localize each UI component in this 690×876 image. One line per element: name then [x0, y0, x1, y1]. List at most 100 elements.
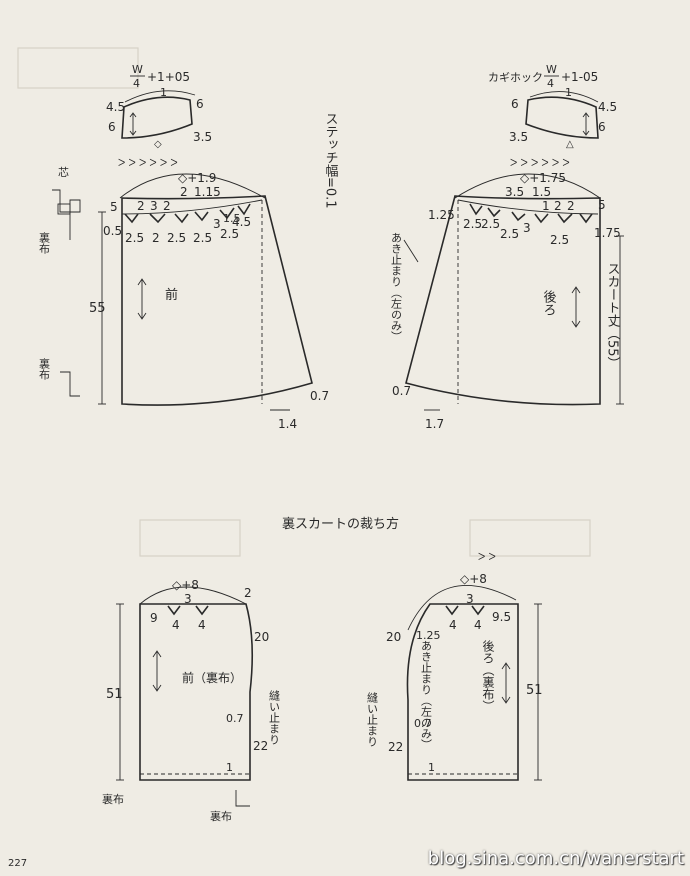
svg-text:1: 1: [542, 199, 550, 213]
back-yoke-45: 4.5: [598, 100, 617, 114]
svg-text:2: 2: [137, 199, 145, 213]
front-yoke-w-over-4: W: [132, 63, 143, 76]
front-yoke-35: 3.5: [193, 130, 212, 144]
svg-text:2: 2: [163, 199, 171, 213]
back-hem-flare: 1.7: [425, 417, 444, 431]
svg-text:2.5: 2.5: [550, 233, 569, 247]
svg-text:1.5: 1.5: [532, 185, 551, 199]
svg-text:2: 2: [244, 586, 252, 600]
back-n175: 1.75: [594, 226, 621, 240]
svg-text:1.15: 1.15: [194, 185, 221, 199]
watermark: blog.sina.com.cn/wanerstart: [427, 848, 684, 869]
back-yoke-6-left: 6: [511, 97, 519, 111]
front-lining-note-left: 裏布: [102, 792, 124, 806]
back-n125: 1.25: [428, 208, 455, 222]
front-grain-label: 前: [165, 287, 178, 303]
svg-text:△: △: [566, 139, 574, 150]
back-lining-formula: ◇+8: [460, 572, 487, 586]
svg-text:4: 4: [133, 77, 140, 90]
svg-text:1.25: 1.25: [416, 629, 441, 642]
svg-text:1.5: 1.5: [223, 212, 241, 225]
back-grain-label: 後ろ: [541, 290, 557, 316]
front-lining-pattern: ◇+8 2 3 9 4 4 20 51 前（裏布） 縫い止まり 0.7 22 1…: [102, 578, 281, 823]
svg-text:22: 22: [253, 739, 268, 753]
back-n5: 5: [598, 198, 606, 212]
svg-text:3: 3: [466, 592, 474, 606]
front-length: 55: [89, 301, 106, 316]
svg-text:4.5: 4.5: [232, 215, 251, 229]
svg-text:22: 22: [388, 740, 403, 754]
back-yoke-6-right: 6: [598, 120, 606, 134]
front-lining-sew-stop: 縫い止まり: [268, 689, 281, 745]
svg-text:9: 9: [150, 611, 158, 625]
front-yoke-6-right: 6: [196, 97, 204, 111]
svg-text:2: 2: [180, 185, 188, 199]
interfacing-label: 芯: [58, 165, 69, 179]
back-waist-formula: ◇+1.75: [520, 171, 566, 185]
front-yoke: W 4 +1+05 1 4.5 6 6 3.5 ◇: [106, 63, 212, 150]
front-hem-flare: 1.4: [278, 417, 297, 431]
front-yoke-6-left: 6: [108, 120, 116, 134]
svg-text:1: 1: [428, 761, 435, 774]
svg-text:3: 3: [213, 217, 221, 231]
svg-text:4: 4: [198, 618, 206, 632]
svg-text:W: W: [546, 63, 557, 76]
svg-text:2.5: 2.5: [220, 227, 239, 241]
svg-text:2.5: 2.5: [463, 217, 482, 231]
svg-text:0.7: 0.7: [226, 712, 244, 725]
svg-text:0.7: 0.7: [392, 384, 411, 398]
back-skirt-pattern: ᐳ ᐳ ᐳ ᐳ ᐳ ᐳ ◇+1.75 3.5 1.5 1.25 5 1.75 1…: [390, 157, 624, 431]
front-yoke-45: 4.5: [106, 100, 125, 114]
svg-text:4: 4: [474, 618, 482, 632]
page-number: 227: [8, 858, 28, 869]
back-lining-pattern: ᐳ ᐳ ◇+8 3 4 4 9.5 20 1.25 あき止まり（左のみ） 後ろ（…: [366, 551, 543, 781]
svg-text:2: 2: [554, 199, 562, 213]
svg-text:2.5: 2.5: [125, 231, 144, 245]
svg-text:ᐳ ᐳ ᐳ ᐳ ᐳ ᐳ: ᐳ ᐳ ᐳ ᐳ ᐳ ᐳ: [118, 157, 178, 169]
back-opening-note: あき止まり（左のみ）: [390, 232, 403, 342]
back-yoke-35: 3.5: [509, 130, 528, 144]
svg-text:2: 2: [152, 231, 160, 245]
front-skirt-pattern: ᐳ ᐳ ᐳ ᐳ ᐳ ᐳ ◇+1.9 2 1.15 5 2 3 2 0.5 3 1…: [38, 157, 330, 431]
svg-text:3: 3: [523, 221, 531, 235]
svg-text:9.5: 9.5: [492, 610, 511, 624]
svg-text:1: 1: [226, 761, 233, 774]
back-lining-opening: あき止まり（左のみ）: [420, 640, 433, 750]
front-lining-note-bottom: 裏布: [210, 809, 232, 823]
stitch-width-note: ステッチ幅=0.1: [323, 112, 339, 209]
svg-text:0.7: 0.7: [310, 389, 329, 403]
back-lining-grain: 後ろ（裏布）: [481, 640, 495, 712]
front-lining-length: 51: [106, 687, 123, 702]
svg-text:3: 3: [184, 592, 192, 606]
lining-cutting-title: 裏スカートの裁ち方: [282, 516, 399, 532]
svg-text:2: 2: [567, 199, 575, 213]
svg-text:2.5: 2.5: [500, 227, 519, 241]
svg-text:0.7: 0.7: [414, 717, 432, 730]
svg-text:4: 4: [449, 618, 457, 632]
front-waist-formula: ◇+1.9: [178, 171, 216, 185]
svg-text:◇: ◇: [154, 139, 162, 150]
svg-text:20: 20: [254, 630, 269, 644]
back-lining-sew-stop: 縫い止まり: [366, 691, 379, 747]
svg-text:3.5: 3.5: [505, 185, 524, 199]
front-yoke-1: 1: [160, 86, 167, 99]
back-yoke-hook-label: カギホック: [488, 71, 543, 84]
ghost-show-through: [17, 47, 591, 557]
svg-text:2.5: 2.5: [193, 231, 212, 245]
back-lining-length: 51: [526, 683, 543, 698]
svg-text:+1+05: +1+05: [147, 70, 190, 84]
back-skirt-length: スカート丈（55）: [605, 262, 621, 370]
svg-text:3: 3: [150, 199, 158, 213]
svg-text:+1-05: +1-05: [561, 70, 598, 84]
front-lining-formula: ◇+8: [172, 578, 199, 592]
back-yoke-1: 1: [565, 86, 572, 99]
svg-text:20: 20: [386, 630, 401, 644]
svg-text:ᐳ ᐳ ᐳ ᐳ ᐳ ᐳ: ᐳ ᐳ ᐳ ᐳ ᐳ ᐳ: [510, 157, 570, 169]
svg-text:4: 4: [172, 618, 180, 632]
front-n05: 0.5: [103, 224, 122, 238]
svg-text:4: 4: [547, 77, 554, 90]
front-n5: 5: [110, 200, 118, 214]
svg-text:ᐳ ᐳ: ᐳ ᐳ: [478, 551, 496, 563]
